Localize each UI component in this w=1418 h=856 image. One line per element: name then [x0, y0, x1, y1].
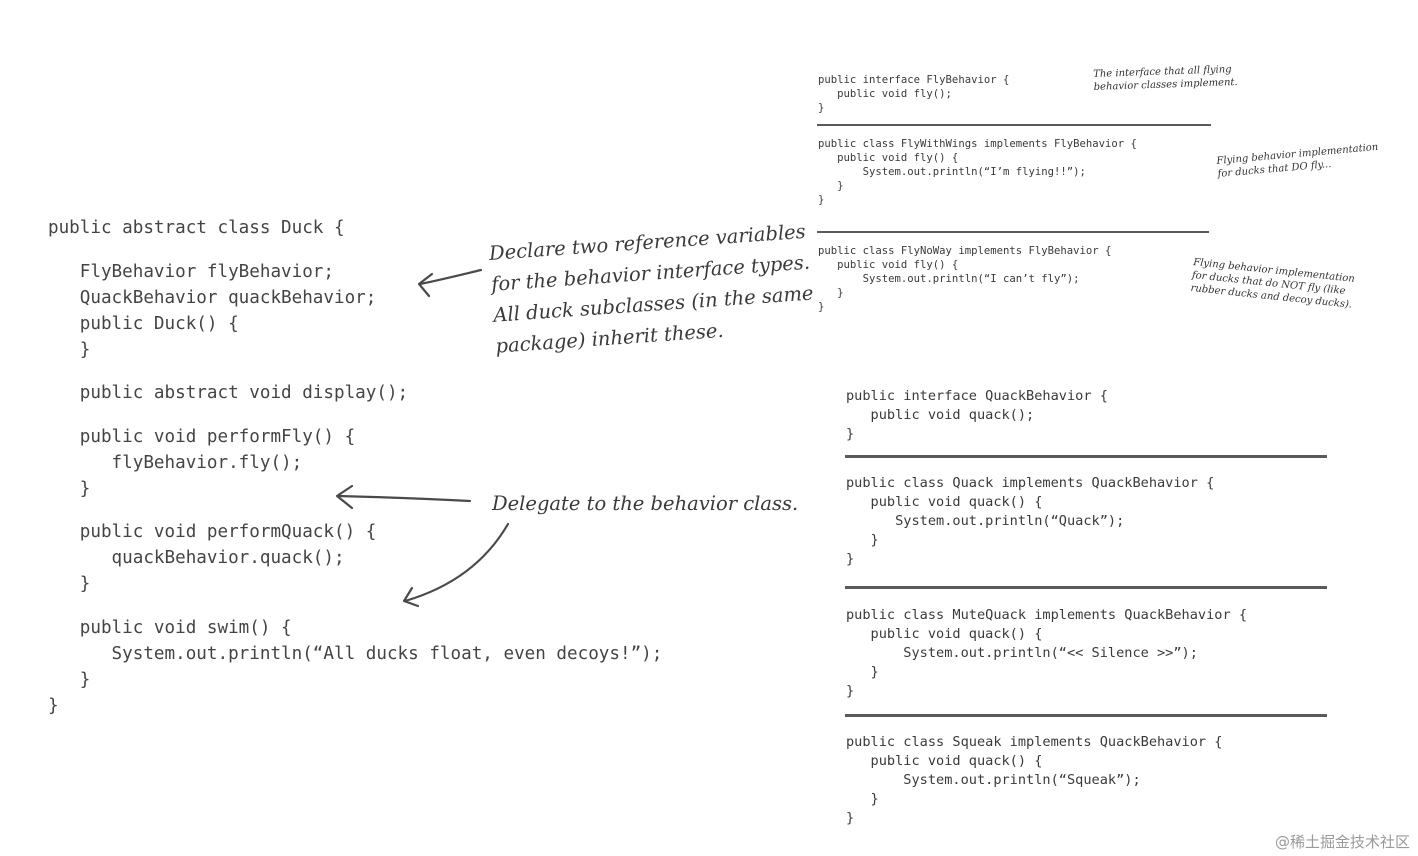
code-line: System.out.println(“All ducks float, eve…	[48, 643, 663, 664]
declare-arrowhead	[417, 272, 434, 298]
quack-separator-3	[845, 714, 1327, 717]
delegate-quack-arrowhead	[402, 586, 420, 608]
code-line: public class Quack implements QuackBehav…	[846, 475, 1215, 491]
fly-interface-note: The interface that all flying behavior c…	[1093, 64, 1238, 93]
quack-class-code: public class Quack implements QuackBehav…	[846, 474, 1214, 569]
quack-separator-2	[845, 586, 1327, 589]
code-line: System.out.println(“I’m flying!!”);	[818, 166, 1086, 178]
code-line: }	[818, 287, 844, 299]
delegate-fly-arrowhead	[335, 484, 354, 510]
code-line: public void quack() {	[846, 494, 1043, 510]
quack-separator-1	[845, 455, 1327, 458]
code-line: public void fly() {	[818, 259, 959, 271]
watermark: @稀土掘金技术社区	[1274, 833, 1410, 851]
declare-arrow	[418, 268, 483, 286]
delegate-fly-arrow	[336, 494, 472, 503]
quack-interface-code: public interface QuackBehavior { public …	[846, 387, 1108, 444]
code-line: public class MuteQuack implements QuackB…	[846, 607, 1248, 623]
code-line: public void quack();	[846, 407, 1035, 423]
code-line: public void performQuack() {	[48, 522, 377, 543]
duck-class-code: public abstract class Duck { FlyBehavior…	[48, 215, 662, 719]
code-line: quackBehavior.quack();	[48, 548, 345, 569]
code-line: }	[818, 301, 825, 313]
code-line: public void quack() {	[846, 626, 1043, 642]
code-line: }	[846, 426, 855, 442]
code-line: }	[846, 551, 855, 567]
code-line: public class FlyNoWay implements FlyBeha…	[818, 245, 1112, 257]
code-line: }	[846, 810, 855, 826]
code-line: public Duck() {	[48, 313, 239, 334]
fly-separator-1	[817, 124, 1211, 126]
fly-with-wings-code: public class FlyWithWings implements Fly…	[818, 137, 1137, 207]
code-line: public class FlyWithWings implements Fly…	[818, 138, 1137, 150]
squeak-class-code: public class Squeak implements QuackBeha…	[846, 733, 1222, 828]
code-line: }	[846, 532, 879, 548]
code-line: flyBehavior.fly();	[48, 452, 303, 473]
code-line: public void performFly() {	[48, 426, 356, 447]
code-line: QuackBehavior quackBehavior;	[48, 287, 377, 308]
code-line: }	[48, 478, 91, 499]
code-line: }	[846, 664, 879, 680]
code-line: }	[48, 339, 91, 360]
fly-separator-2	[817, 231, 1209, 233]
code-line: }	[846, 683, 855, 699]
code-line: }	[818, 194, 825, 206]
code-line: }	[48, 574, 91, 595]
code-line: }	[48, 695, 59, 716]
fly-interface-code: public interface FlyBehavior { public vo…	[818, 73, 1009, 115]
code-line: System.out.println(“Quack”);	[846, 513, 1125, 529]
fly-no-way-code: public class FlyNoWay implements FlyBeha…	[818, 244, 1111, 314]
mute-quack-class-code: public class MuteQuack implements QuackB…	[846, 606, 1247, 701]
code-line: public void swim() {	[48, 617, 292, 638]
code-line: public void fly() {	[818, 152, 959, 164]
code-line: public class Squeak implements QuackBeha…	[846, 734, 1223, 750]
code-line: public void quack() {	[846, 753, 1043, 769]
code-line: System.out.println(“<< Silence >>”);	[846, 645, 1198, 661]
code-line: public abstract void display();	[48, 383, 409, 404]
code-line: public void fly();	[818, 88, 952, 100]
code-line: }	[846, 791, 879, 807]
code-line: System.out.println(“Squeak”);	[846, 772, 1141, 788]
code-line: }	[818, 102, 825, 114]
code-line: public interface QuackBehavior {	[846, 388, 1108, 404]
code-line: FlyBehavior flyBehavior;	[48, 261, 334, 282]
code-line: public abstract class Duck {	[48, 218, 345, 238]
delegate-quack-arrow	[403, 522, 510, 603]
code-line: System.out.println(“I can’t fly”);	[818, 273, 1080, 285]
delegate-annotation: Delegate to the behavior class.	[492, 492, 799, 515]
code-line: }	[818, 180, 844, 192]
code-line: public interface FlyBehavior {	[818, 74, 1010, 86]
code-line: }	[48, 669, 91, 690]
